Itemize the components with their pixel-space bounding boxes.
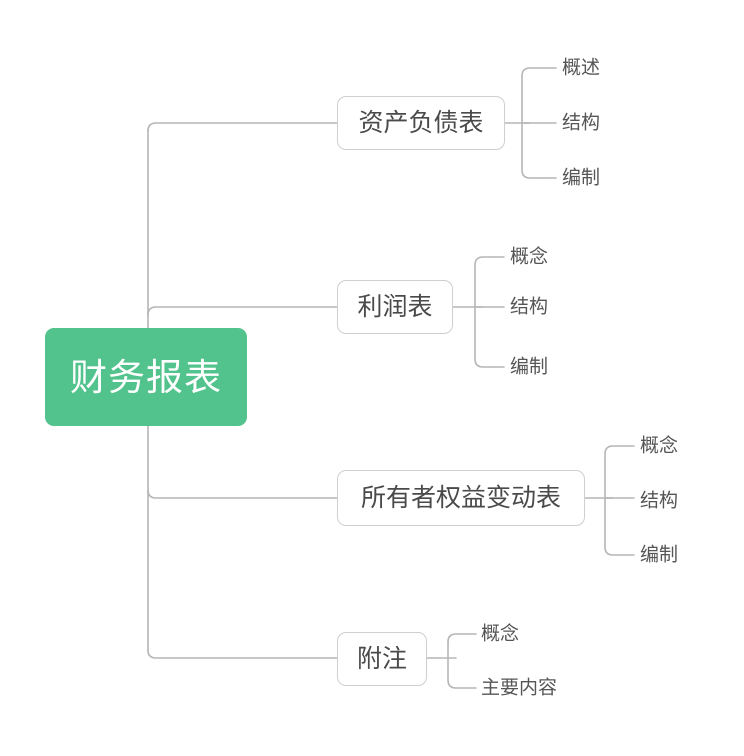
branch-node-3[interactable]: 所有者权益变动表 bbox=[337, 470, 585, 526]
leaf-node-2-1[interactable]: 概念 bbox=[510, 246, 549, 268]
branch-node-4-label: 附注 bbox=[356, 644, 407, 673]
elbow-branch-1 bbox=[147, 122, 338, 132]
leaf-node-1-1[interactable]: 概述 bbox=[562, 57, 601, 79]
leaf-node-2-3[interactable]: 编制 bbox=[510, 356, 549, 378]
branch-node-1[interactable]: 资产负债表 bbox=[337, 96, 505, 150]
leaf-node-1-3[interactable]: 编制 bbox=[562, 167, 601, 189]
leaf-node-3-3[interactable]: 编制 bbox=[640, 544, 679, 566]
root-node-label: 财务报表 bbox=[70, 356, 222, 398]
leaf-node-3-1[interactable]: 概念 bbox=[640, 435, 679, 457]
branch-node-3-label: 所有者权益变动表 bbox=[360, 483, 561, 512]
leaf-node-3-2[interactable]: 结构 bbox=[640, 490, 679, 512]
bracket-branch-1 bbox=[521, 67, 539, 179]
elbow-branch-3 bbox=[147, 489, 338, 499]
branch-node-2[interactable]: 利润表 bbox=[337, 280, 453, 334]
bracket-branch-4 bbox=[447, 633, 465, 689]
branch-node-1-label: 资产负债表 bbox=[358, 108, 484, 137]
elbow-branch-4 bbox=[147, 649, 338, 659]
branch-node-4[interactable]: 附注 bbox=[337, 632, 427, 686]
bracket-branch-3 bbox=[604, 445, 622, 556]
root-node[interactable]: 财务报表 bbox=[45, 328, 247, 426]
leaf-node-1-2[interactable]: 结构 bbox=[562, 112, 601, 134]
bracket-branch-2 bbox=[474, 256, 492, 368]
leaf-node-4-1[interactable]: 概念 bbox=[481, 623, 520, 645]
leaf-node-4-2[interactable]: 主要内容 bbox=[481, 677, 558, 699]
elbow-branch-2 bbox=[147, 306, 338, 316]
branch-node-2-label: 利润表 bbox=[357, 292, 433, 321]
leaf-node-2-2[interactable]: 结构 bbox=[510, 296, 549, 318]
